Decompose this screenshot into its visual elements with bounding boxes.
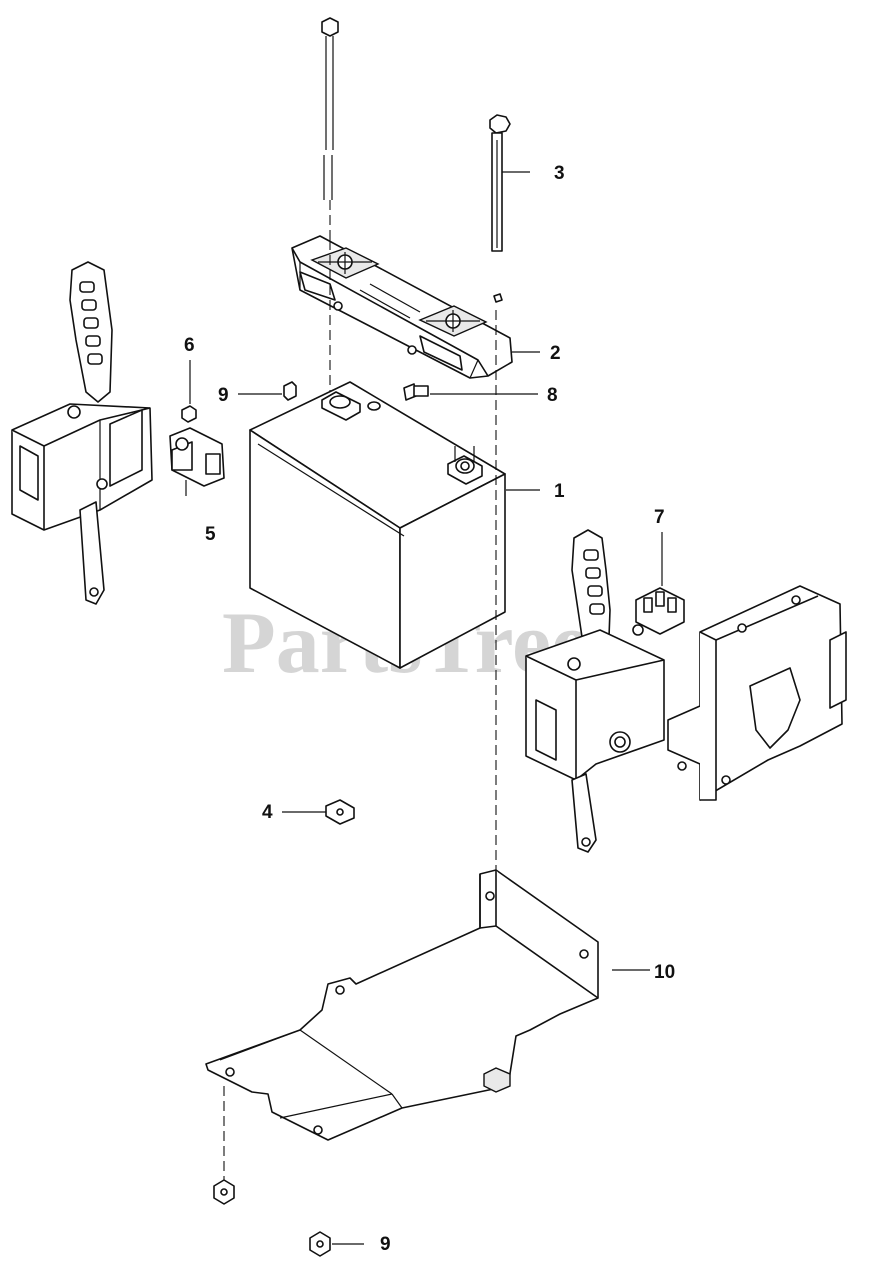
callout-5: 5 (205, 524, 216, 545)
left-lever-assembly (11, 261, 153, 605)
callout-9-top: 9 (218, 385, 229, 406)
bolt-part-3 (489, 114, 530, 252)
hold-down-bracket-part-2 (291, 235, 540, 379)
clip-nut-part-4 (282, 799, 355, 825)
callout-3: 3 (554, 163, 565, 184)
right-side-bracket (667, 585, 847, 801)
callout-10: 10 (654, 962, 675, 983)
tray-weld-nut (483, 1067, 511, 1093)
callout-7: 7 (654, 507, 665, 528)
battery-tray-part-10 (205, 869, 650, 1182)
callout-8: 8 (547, 385, 558, 406)
pin-part-6 (181, 360, 197, 423)
battery-terminal-positive (447, 446, 483, 485)
battery-part-1 (249, 240, 540, 669)
battery-terminal-vent (367, 401, 381, 411)
long-rod-top (321, 17, 339, 240)
bracket-recess-right (418, 305, 488, 337)
nut-part-9-top (238, 381, 297, 401)
right-lever-assembly (495, 310, 665, 1070)
bracket-recess-left (310, 247, 380, 279)
connector-part-7 (632, 532, 685, 636)
callout-1: 1 (554, 481, 565, 502)
callout-2: 2 (550, 343, 561, 364)
switch-part-5 (169, 427, 225, 496)
callout-6: 6 (184, 335, 195, 356)
callout-4: 4 (262, 802, 273, 823)
screw-part-8 (403, 383, 538, 401)
flange-nut-under-tray (213, 1179, 235, 1205)
pin-under-bolt (493, 293, 503, 303)
callout-9-bottom: 9 (380, 1234, 391, 1255)
battery-terminal-negative (321, 391, 361, 421)
flange-nut-part-9-bottom (309, 1231, 364, 1257)
